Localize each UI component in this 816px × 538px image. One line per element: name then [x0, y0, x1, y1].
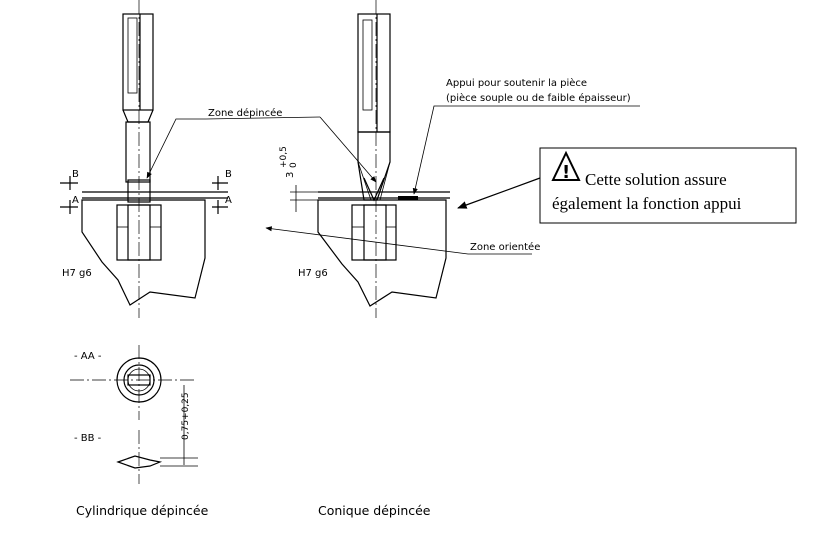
left-handle	[122, 13, 154, 111]
right-hatched-body	[317, 199, 447, 307]
section-aa: - AA -	[70, 345, 196, 420]
callout-arrow	[457, 177, 541, 209]
callout-line2: également la fonction appui	[552, 194, 742, 213]
right-pin	[363, 204, 387, 261]
right-assembly: 3 +0,5 0 H7 g6 Appui pour soutenir la pi…	[205, 0, 640, 318]
dim-tol-zero-label: 0	[289, 162, 299, 168]
caption-left: Cylindrique dépincée	[76, 503, 209, 518]
section-b-right-label: B	[225, 169, 232, 180]
right-support	[398, 196, 418, 200]
fit-left-label: H7 g6	[62, 268, 92, 279]
dim-tol-label: +0,5	[279, 146, 289, 168]
right-handle-knurl	[362, 19, 373, 111]
section-bb: - BB -	[74, 430, 198, 484]
left-hatched-body	[81, 199, 206, 306]
left-shaft	[125, 121, 151, 183]
appui-line1-label: Appui pour soutenir la pièce	[446, 77, 587, 89]
warning-triangle-icon: !	[551, 150, 581, 183]
left-assembly: B A B A H7 g6 Zone dépincée	[60, 0, 282, 318]
appui-line2-label: (pièce souple ou de faible épaisseur)	[446, 92, 631, 104]
section-a-left-label: A	[72, 195, 79, 206]
svg-text:!: !	[562, 162, 570, 183]
callout-line1: Cette solution assure	[585, 170, 727, 189]
section-a-right-label: A	[225, 195, 232, 206]
fit-right-label: H7 g6	[298, 268, 328, 279]
section-b-left-label: B	[72, 169, 79, 180]
section-aa-label: - AA -	[74, 351, 102, 362]
right-cone	[357, 131, 391, 201]
dim-flat-label: 0,75+0,25	[181, 392, 191, 440]
zone-depincee-label: Zone dépincée	[208, 107, 282, 119]
caption-right: Conique dépincée	[318, 503, 431, 518]
section-bb-label: - BB -	[74, 433, 102, 444]
callout-box: ! Cette solution assure également la fon…	[539, 147, 797, 224]
zone-orientee-label: Zone orientée	[470, 241, 540, 253]
left-handle-knurl	[127, 17, 138, 94]
dim-depth-label: 3	[285, 172, 296, 178]
